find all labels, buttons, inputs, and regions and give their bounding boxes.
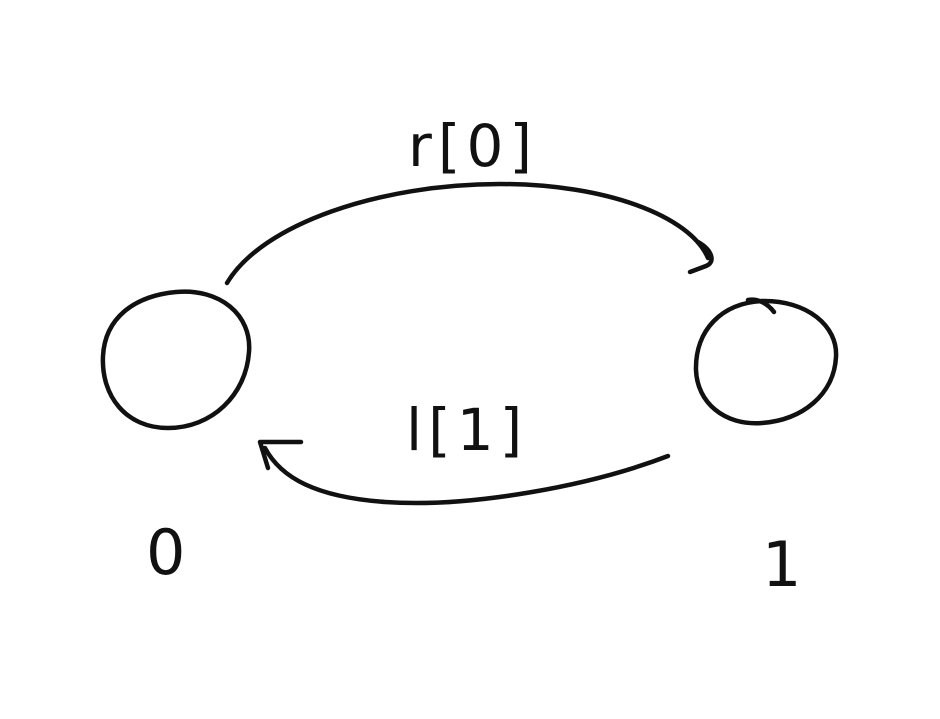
edge-1-to-0-arc bbox=[262, 445, 671, 506]
state-1-circle bbox=[693, 298, 839, 426]
state-1-circle-overlap bbox=[745, 297, 777, 315]
state-0-circle bbox=[100, 289, 252, 431]
edge-1-to-0-label: l[1] bbox=[406, 396, 528, 464]
edge-1-to-0-arrowhead bbox=[257, 439, 304, 471]
edge-0-to-1-arc bbox=[224, 181, 711, 286]
edge-0-to-1-arrowhead bbox=[687, 239, 714, 275]
edge-0-to-1-label: r[0] bbox=[408, 112, 538, 180]
state-1-label: 1 bbox=[762, 528, 801, 601]
state-0-label: 0 bbox=[146, 516, 185, 589]
